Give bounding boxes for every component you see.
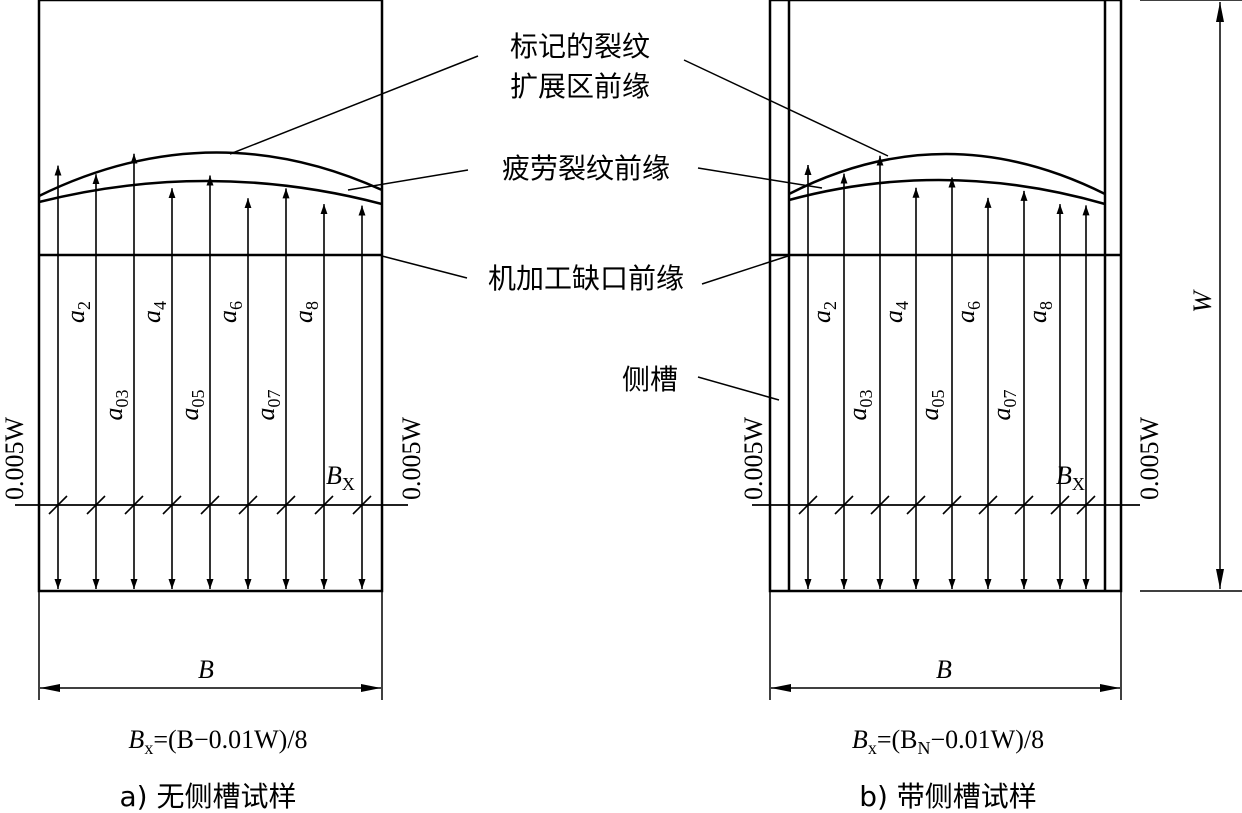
panel-a-no-side-groove: a2 a03 a4 a05 a6 a07 a8 0.005W 0.005W BX B Bx=… [0, 0, 426, 813]
division-ticks-a [48, 495, 372, 515]
margin-label-left-a: 0.005W [0, 417, 29, 501]
division-tick [870, 495, 890, 515]
division-tick [238, 495, 258, 515]
label-side-groove: 侧槽 [622, 363, 678, 396]
leader-marked-crack-b [683, 59, 889, 157]
division-tick [1014, 495, 1034, 515]
crack-length-label: a4 [137, 301, 170, 323]
bx-formula-b: Bx=(BN−0.01W)/8 [852, 725, 1044, 758]
crack-length-label: a03 [843, 390, 876, 421]
leader-marked-crack-a [229, 55, 479, 155]
crack-length-label: a6 [951, 301, 984, 323]
division-ticks-b [798, 495, 1096, 515]
crack-length-label: a8 [1023, 301, 1056, 323]
bx-label-a: BX [326, 461, 355, 494]
margin-label-right-a: 0.005W [397, 417, 426, 501]
marked-crack-front-b [788, 152, 1106, 196]
fatigue-crack-front-b [788, 178, 1106, 206]
division-tick [1076, 495, 1096, 515]
label-marked-crack-line2: 扩展区前缘 [510, 70, 650, 103]
division-tick [162, 495, 182, 515]
caption-a: a) 无侧槽试样 [120, 780, 297, 813]
leader-fatigue-crack-a [347, 169, 469, 191]
division-tick [86, 495, 106, 515]
crack-length-label: a05 [175, 390, 208, 421]
crack-length-label: a2 [61, 301, 94, 323]
crack-length-label: a6 [213, 301, 246, 323]
leader-fatigue-crack-b [697, 167, 823, 189]
label-fatigue-crack: 疲劳裂纹前缘 [502, 152, 670, 185]
crack-length-arrows-b [804, 155, 1090, 589]
division-tick [352, 495, 372, 515]
label-machined-notch: 机加工缺口前缘 [488, 262, 684, 295]
leader-machined-notch-b [701, 255, 789, 285]
crack-length-label: a4 [879, 301, 912, 323]
division-tick [48, 495, 68, 515]
specimen-outline-b [768, 0, 1123, 593]
margin-label-left-b: 0.005W [739, 417, 768, 501]
specimen-outline-a [37, 0, 384, 593]
crack-length-label: a07 [251, 390, 284, 421]
crack-length-label: a03 [99, 390, 132, 421]
crack-length-labels-a: a2 a03 a4 a05 a6 a07 a8 [61, 301, 322, 421]
height-label-b: W [1188, 289, 1217, 313]
crack-length-label: a05 [915, 390, 948, 421]
division-tick [124, 495, 144, 515]
callouts: 标记的裂纹 扩展区前缘 疲劳裂纹前缘 机加工缺口前缘 侧槽 [229, 30, 889, 401]
bx-label-b: BX [1056, 461, 1085, 494]
division-tick [798, 495, 818, 515]
panel-b-with-side-groove: a2 a03 a4 a05 a6 a07 a8 0.005W 0.005W BX W B B… [739, 0, 1242, 813]
crack-length-arrows-a [54, 153, 366, 589]
label-marked-crack-line1: 标记的裂纹 [510, 30, 650, 63]
width-label-a: B [198, 655, 214, 684]
division-tick [978, 495, 998, 515]
division-tick [834, 495, 854, 515]
division-tick [276, 495, 296, 515]
margin-label-right-b: 0.005W [1135, 417, 1164, 501]
division-tick [200, 495, 220, 515]
leader-machined-notch-a [381, 255, 468, 279]
crack-length-labels-b: a2 a03 a4 a05 a6 a07 a8 [807, 301, 1056, 421]
crack-length-label: a07 [987, 390, 1020, 421]
division-tick [314, 495, 334, 515]
division-tick [942, 495, 962, 515]
bx-formula-a: Bx=(B−0.01W)/8 [128, 725, 307, 758]
crack-length-label: a8 [289, 301, 322, 323]
marked-crack-front-a [38, 151, 383, 198]
leader-side-groove [697, 376, 780, 401]
crack-length-label: a2 [807, 301, 840, 323]
caption-b: b) 带侧槽试样 [859, 780, 1037, 813]
division-tick [906, 495, 926, 515]
division-tick [1050, 495, 1070, 515]
width-label-b: B [936, 655, 952, 684]
